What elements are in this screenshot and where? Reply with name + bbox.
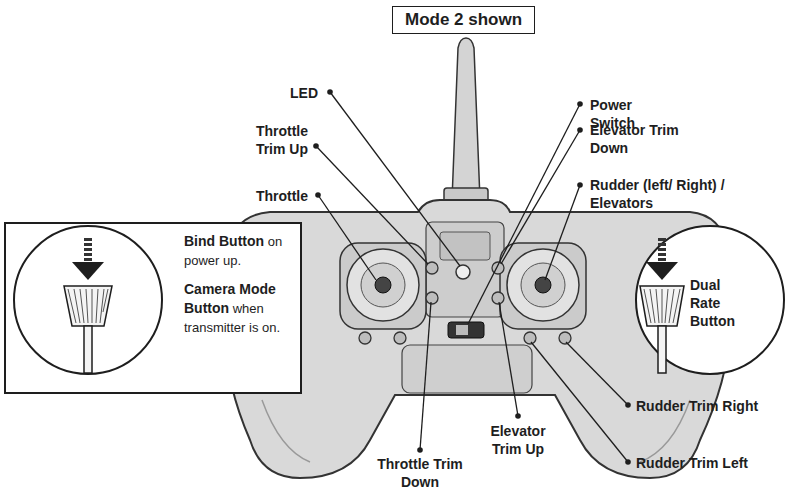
left-gimbal bbox=[340, 243, 426, 329]
press-arrowhead bbox=[646, 262, 678, 280]
button-name: Bind Button bbox=[184, 233, 264, 249]
inset-box: Bind Button on power up. Camera Mode Butt… bbox=[4, 222, 302, 394]
left-gimbal-inner bbox=[361, 263, 405, 307]
press-arrowhead bbox=[72, 262, 104, 280]
inset-ground bbox=[4, 222, 302, 394]
display-area bbox=[440, 232, 490, 260]
inset-circle bbox=[14, 226, 162, 374]
button-label: Dual Rate Button bbox=[690, 276, 750, 330]
left-gimbal-ring bbox=[347, 249, 419, 321]
stick-shaft bbox=[84, 326, 92, 373]
trim-label: Elevator Trim Down bbox=[590, 121, 708, 157]
led-label: LED bbox=[262, 84, 318, 102]
right-gimbal-ring bbox=[507, 249, 579, 321]
trim-label: Rudder Trim Right bbox=[636, 397, 776, 415]
stick-cap bbox=[640, 286, 684, 326]
trim-label: Rudder Trim Left bbox=[636, 454, 776, 472]
trim-label: Throttle Trim Up bbox=[226, 122, 308, 158]
rudder-elevator-stick bbox=[535, 277, 551, 293]
stick-knurl bbox=[644, 289, 680, 323]
stick-knurl bbox=[68, 289, 108, 323]
press-arrow-shaft bbox=[84, 238, 92, 262]
trim-label: Elevator Trim Up bbox=[474, 422, 562, 458]
power-switch bbox=[448, 322, 484, 338]
press-arrow-shaft bbox=[658, 238, 666, 262]
title-box: Mode 2 shown bbox=[392, 6, 535, 34]
inset-note: Camera Mode Button when transmitter is o… bbox=[184, 280, 288, 337]
leader-lines bbox=[316, 92, 628, 462]
trim-buttons bbox=[359, 262, 571, 344]
power-switch-knob bbox=[456, 325, 468, 335]
stick-label: Rudder (left/ Right) / Elevators bbox=[590, 176, 770, 212]
trim-label: Throttle Trim Down bbox=[370, 455, 470, 491]
right-gimbal-inner bbox=[521, 263, 565, 307]
antenna bbox=[452, 38, 480, 200]
stick-shaft bbox=[658, 326, 666, 373]
stick-label: Throttle bbox=[226, 187, 308, 205]
inset-note: Bind Button on power up. bbox=[184, 232, 288, 270]
throttle-stick bbox=[375, 277, 391, 293]
stick-cap bbox=[64, 286, 112, 326]
right-gimbal bbox=[500, 243, 586, 329]
inset-text: Bind Button on power up. Camera Mode Butt… bbox=[184, 232, 288, 337]
leader-dots bbox=[313, 89, 631, 465]
led bbox=[456, 265, 470, 279]
inset-circle bbox=[636, 226, 784, 374]
grip-line bbox=[262, 400, 690, 462]
